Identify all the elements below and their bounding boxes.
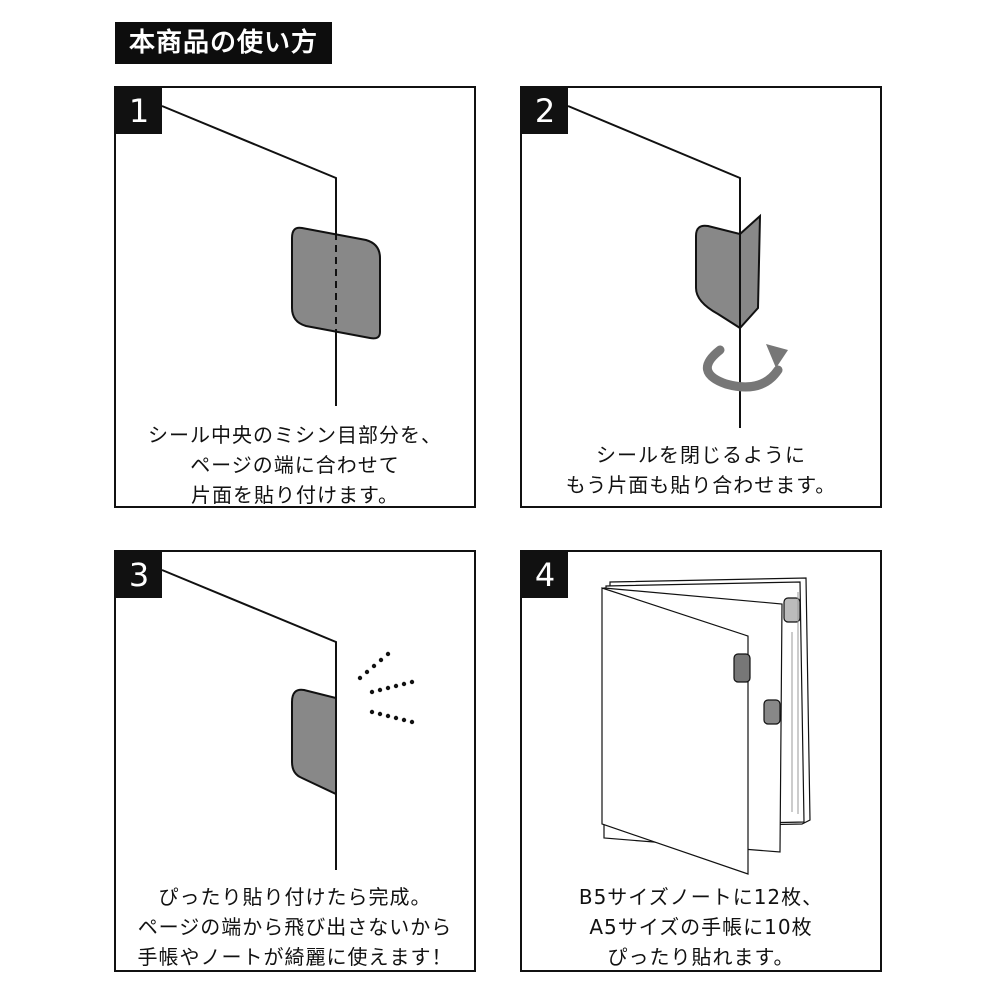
caption-line: もう片面も貼り合わせます。 bbox=[565, 473, 837, 497]
step-2-caption: シールを閉じるように もう片面も貼り合わせます。 bbox=[522, 440, 880, 500]
notebook-illustration bbox=[601, 577, 811, 875]
rotate-arrow-icon bbox=[703, 345, 783, 392]
step-1-caption: シール中央のミシン目部分を、 ページの端に合わせて 片面を貼り付けます。 bbox=[116, 420, 474, 510]
tab-sticker-mid bbox=[763, 699, 781, 725]
sticker-shape bbox=[291, 688, 337, 796]
front-page bbox=[601, 587, 749, 875]
step-2-panel: 2 シールを閉じるように もう片面も貼り合わせます。 bbox=[520, 86, 882, 508]
caption-line: シール中央のミシン目部分を、 bbox=[148, 423, 442, 447]
caption-line: 手帳やノートが綺麗に使えます！ bbox=[137, 945, 453, 969]
caption-line: ページの端に合わせて bbox=[190, 453, 400, 477]
sticker-shape bbox=[695, 224, 741, 330]
caption-line: B5サイズノートに12枚、 bbox=[578, 885, 824, 909]
rotate-arrow-head bbox=[766, 344, 788, 368]
step-3-number: 3 bbox=[116, 552, 162, 598]
step-3-caption: ぴったり貼り付けたら完成。 ページの端から飛び出さないから 手帳やノートが綺麗に… bbox=[116, 882, 474, 972]
step-3-panel: 3 ぴったり貼り付けたら完成。 ページの端から飛び出さないから 手帳やノートが綺… bbox=[114, 550, 476, 972]
page-title: 本商品の使い方 bbox=[115, 22, 333, 64]
caption-line: 片面を貼り付けます。 bbox=[191, 483, 399, 507]
caption-line: ぴったり貼り付けたら完成。 bbox=[158, 885, 432, 909]
step-2-number: 2 bbox=[522, 88, 568, 134]
step-4-caption: B5サイズノートに12枚、 A5サイズの手帳に10枚 ぴったり貼れます。 bbox=[522, 882, 880, 972]
tab-sticker-front bbox=[733, 653, 751, 683]
step-4-panel: 4 B5サイズノートに12枚、 A5サイズの手帳に10枚 ぴったり貼れます。 bbox=[520, 550, 882, 972]
page-edge-line bbox=[567, 105, 741, 428]
sparkle-dots bbox=[357, 651, 415, 725]
caption-line: ページの端から飛び出さないから bbox=[137, 915, 453, 939]
step-1-panel: 1 シール中央のミシン目部分を、 ページの端に合わせて 片面を貼り付けます。 bbox=[114, 86, 476, 508]
caption-line: ぴったり貼れます。 bbox=[607, 945, 795, 969]
step-2-illustration bbox=[567, 105, 788, 428]
caption-line: A5サイズの手帳に10枚 bbox=[589, 915, 813, 939]
step-1-illustration bbox=[161, 105, 381, 406]
step-1-number: 1 bbox=[116, 88, 162, 134]
caption-line: シールを閉じるように bbox=[596, 443, 806, 467]
step-4-number: 4 bbox=[522, 552, 568, 598]
step-3-illustration bbox=[161, 569, 415, 870]
sticker-flap bbox=[739, 213, 762, 331]
step-4-illustration bbox=[601, 577, 811, 875]
tab-sticker-right bbox=[783, 597, 801, 623]
